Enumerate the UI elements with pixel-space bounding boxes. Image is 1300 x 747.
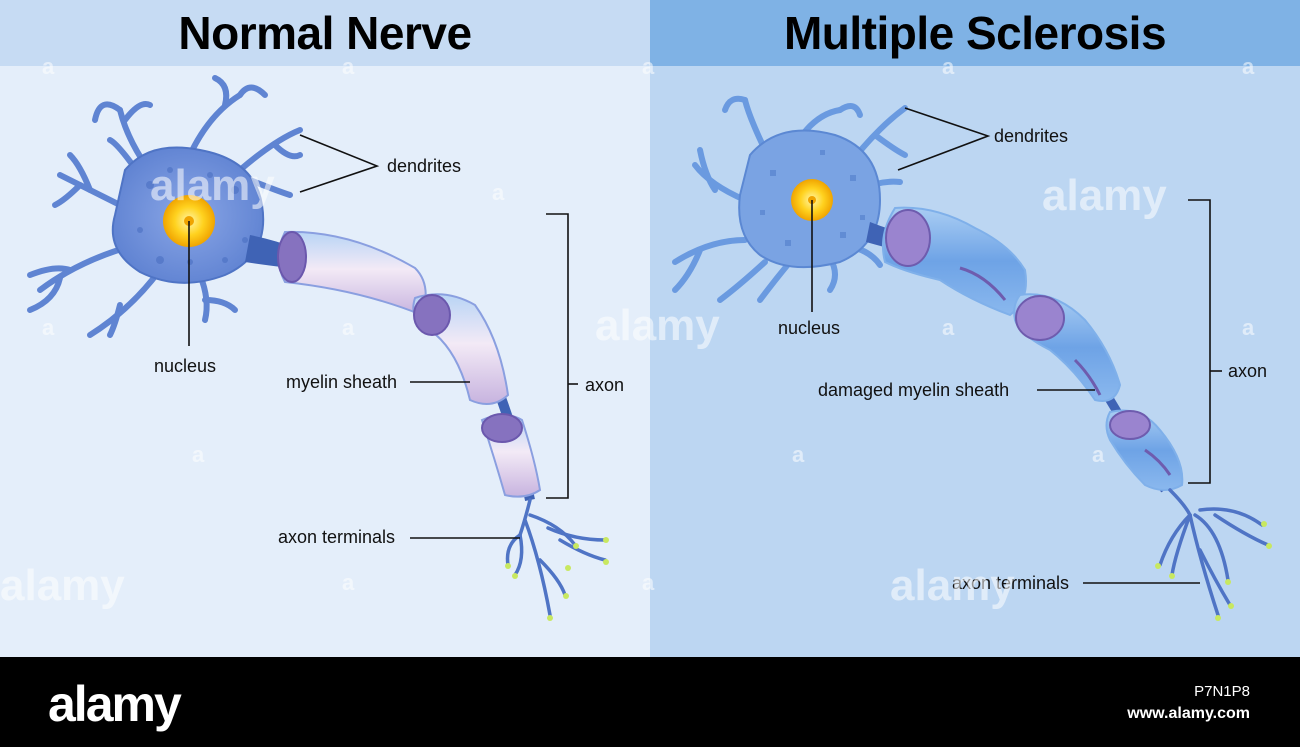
ms-dendrites-label: dendrites (994, 126, 1068, 146)
ms-terminals-label: axon terminals (952, 573, 1069, 593)
watermark-mark: a (1092, 442, 1105, 467)
watermark-mark: a (642, 54, 655, 79)
ms-cell-speckles (760, 150, 865, 246)
normal-leader-lines (188, 134, 578, 539)
watermark-mark: a (1242, 315, 1255, 340)
ms-lesion-3 (1144, 448, 1172, 476)
ms-nucleus-label: nucleus (778, 318, 840, 338)
watermark-text: alamy (890, 561, 1015, 610)
normal-myelin-end-1 (277, 231, 307, 283)
nerve-diagram: dendrites nucleus myelin sheath axon axo… (0, 54, 1272, 621)
watermark-text: alamy (1042, 171, 1167, 220)
normal-terminals-label: axon terminals (278, 527, 395, 547)
ms-lesion-1 (959, 266, 1007, 301)
ms-leader-lines (811, 107, 1222, 584)
footer-bar: alamy P7N1P8 www.alamy.com (0, 657, 1300, 747)
ms-lesion-2 (1073, 358, 1102, 396)
footer-logo: alamy (48, 676, 182, 732)
watermark-mark: a (42, 315, 55, 340)
watermark-mark: a (792, 442, 805, 467)
watermark-mark: a (192, 442, 205, 467)
normal-cell-speckles (137, 167, 248, 265)
watermark-mark: a (1242, 54, 1255, 79)
ms-terminal-tips (1155, 521, 1272, 621)
normal-dendrites-label: dendrites (387, 156, 461, 176)
watermark-mark: a (942, 54, 955, 79)
watermark-mark: a (492, 180, 505, 205)
normal-nerve-panel (0, 0, 650, 657)
multiple-sclerosis-panel (650, 0, 1300, 657)
normal-myelin-label: myelin sheath (286, 372, 397, 392)
watermark-layer: alamy alamy alamy alamy alamy a a a a a … (0, 54, 1255, 610)
normal-myelin-end-2 (413, 294, 451, 336)
watermark-text: alamy (0, 561, 125, 610)
watermark-mark: a (342, 570, 355, 595)
multiple-sclerosis-title-bar: Multiple Sclerosis (650, 0, 1300, 66)
normal-nerve-title: Normal Nerve (178, 7, 472, 59)
ms-axon-label: axon (1228, 361, 1267, 381)
ms-neuron (672, 95, 1272, 621)
normal-neuron (27, 75, 609, 621)
normal-nucleus-label: nucleus (154, 356, 216, 376)
normal-axon-terminals (505, 498, 607, 617)
watermark-mark: a (42, 54, 55, 79)
ms-damaged-end-2 (1015, 295, 1065, 341)
ms-axon (882, 206, 1184, 493)
multiple-sclerosis-title: Multiple Sclerosis (783, 7, 1167, 59)
normal-axon-label: axon (585, 375, 624, 395)
normal-myelin-end-3 (481, 413, 523, 443)
watermark-mark: a (342, 315, 355, 340)
normal-terminal-tips (505, 537, 609, 621)
ms-damaged-myelin-label: damaged myelin sheath (818, 380, 1009, 400)
watermark-text: alamy (595, 301, 720, 350)
ms-axon-terminals (1158, 488, 1270, 617)
footer-url: www.alamy.com (1127, 705, 1250, 722)
ms-damaged-end-3 (1109, 410, 1151, 440)
watermark-mark: a (342, 54, 355, 79)
footer-image-id: P7N1P8 (1194, 683, 1250, 700)
watermark-mark: a (942, 315, 955, 340)
normal-nerve-title-bar: Normal Nerve (0, 0, 650, 66)
watermark-mark: a (642, 570, 655, 595)
watermark-text: alamy (150, 161, 275, 210)
normal-axon (277, 230, 542, 501)
ms-damaged-end-1 (885, 209, 931, 267)
